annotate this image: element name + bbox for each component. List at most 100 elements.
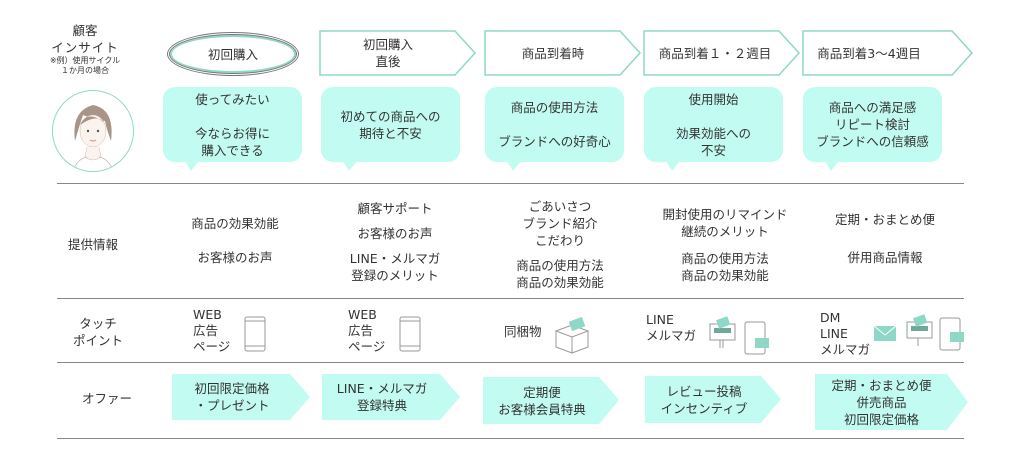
touch-text: ページ — [348, 339, 386, 354]
offer-text: 定期便 — [523, 384, 561, 400]
stage-title: 初回購入 — [207, 46, 258, 62]
touch-cell-2: WEB 広告 ページ — [348, 307, 385, 355]
stage-title: 商品到着3〜4週目 — [817, 45, 921, 61]
touch-label-line: タッチ — [79, 316, 117, 331]
offer-1: 初回限定価格 ・プレゼント — [172, 374, 312, 420]
touch-text: メルマガ — [820, 342, 871, 357]
stage-header-1: 初回購入 — [167, 32, 299, 76]
info-text: 商品の効果効能 — [516, 275, 604, 290]
offer-text: お客様会員特典 — [498, 401, 586, 417]
info-text: LINE・メルマガ — [349, 251, 441, 266]
offer-4: レビュー投稿 インセンティブ — [645, 376, 783, 423]
info-text: ごあいさつ — [528, 199, 592, 214]
divider — [57, 362, 964, 363]
insight-bubble-4: 使用開始 効果効能への 不安 — [644, 87, 783, 171]
offer-text: 定期・おまとめ便 — [831, 377, 932, 393]
stage-header-2: 初回購入 直後 — [319, 30, 477, 76]
touch-text: LINE — [646, 312, 674, 327]
touch-text: 広告 — [193, 323, 219, 338]
info-text: 商品の効果効能 — [681, 268, 769, 283]
offer-text: 初回限定価格 — [194, 381, 270, 396]
insight-bubble-5: 商品への満足感 リピート検討 ブランドへの信頼感 — [803, 87, 942, 171]
touch-row-label: タッチ ポイント — [58, 315, 138, 349]
info-text: 開封使用のリマインド — [662, 207, 788, 222]
touch-text: ページ — [193, 339, 231, 354]
touch-cell-5: DM LINE メルマガ — [820, 310, 870, 358]
insight-text: ブランドへの好奇心 — [498, 134, 611, 149]
info-cell-4: 開封使用のリマインド 継続のメリット 商品の使用方法 商品の効果効能 — [645, 206, 805, 284]
touch-cell-1: WEB 広告 ページ — [193, 307, 230, 355]
insight-label-line: 顧客 — [72, 23, 98, 38]
touch-text: LINE — [820, 326, 848, 341]
stage-header-5: 商品到着3〜4週目 — [802, 30, 974, 76]
info-text: お客様のお声 — [357, 226, 433, 241]
stage-title: 初回購入 — [362, 37, 413, 52]
envelope-mailbox-phone-icons — [873, 314, 964, 351]
insight-text: ブランドへの信頼感 — [816, 134, 929, 149]
insight-text: 商品への満足感 — [828, 100, 917, 115]
info-cell-5: 定期・おまとめ便 併用商品情報 — [810, 211, 960, 266]
touch-text: WEB — [348, 307, 377, 322]
insight-text: リピート検討 — [834, 117, 910, 132]
insight-bubble-2: 初めての商品への 期待と不安 — [321, 87, 460, 171]
insight-text: 不安 — [700, 142, 726, 158]
smartphone-icon — [399, 316, 421, 352]
insight-text: 商品の使用方法 — [510, 100, 599, 115]
info-cell-3: ごあいさつ ブランド紹介 こだわり 商品の使用方法 商品の効果効能 — [485, 198, 635, 291]
touch-cell-3: 同梱物 — [504, 324, 542, 340]
touch-text: メルマガ — [646, 328, 697, 343]
stage-title: 商品到着１・２週目 — [658, 45, 772, 61]
insight-label-line: インサイト — [51, 40, 119, 55]
info-text: お客様のお声 — [197, 250, 273, 265]
divider — [57, 438, 964, 439]
insight-text: 今ならお得に — [194, 125, 270, 141]
customer-avatar — [52, 90, 134, 172]
touch-cell-4: LINE メルマガ — [646, 312, 696, 344]
insight-text: 初めての商品への — [340, 108, 441, 124]
touch-label-line: ポイント — [72, 333, 123, 348]
touch-text: 広告 — [348, 323, 374, 338]
info-cell-2: 顧客サポート お客様のお声 LINE・メルマガ 登録のメリット — [320, 200, 470, 284]
divider — [57, 183, 964, 184]
offer-5: 定期・おまとめ便 併売商品 初回限定価格 — [815, 374, 970, 430]
smartphone-icon — [244, 316, 266, 352]
insight-text: 効果効能への — [675, 125, 751, 141]
touch-text: 同梱物 — [504, 324, 542, 339]
info-text: 登録のメリット — [351, 268, 439, 283]
insight-text: 使ってみたい — [195, 91, 270, 107]
info-text: 定期・おまとめ便 — [834, 212, 935, 227]
offer-text: 併売商品 — [856, 394, 907, 410]
touch-text: DM — [820, 310, 841, 325]
info-text: 継続のメリット — [681, 224, 769, 239]
insight-note: ※例）使用サイクル — [49, 56, 121, 65]
stage-title: 直後 — [375, 54, 401, 69]
info-text: 顧客サポート — [357, 201, 433, 216]
offer-text: 初回限定価格 — [843, 411, 919, 427]
info-text: 商品の効果効能 — [191, 216, 279, 231]
offer-3: 定期便 お客様会員特典 — [483, 377, 621, 424]
info-text: 併用商品情報 — [847, 250, 923, 265]
stage-title: 商品到着時 — [521, 45, 585, 61]
stage-header-4: 商品到着１・２週目 — [643, 30, 801, 76]
mailbox-and-phone-icons — [709, 316, 769, 355]
info-text: 商品の使用方法 — [681, 251, 769, 266]
touch-text: WEB — [193, 307, 222, 322]
insight-bubble-3: 商品の使用方法 ブランドへの好奇心 — [485, 87, 624, 171]
stage-header-3: 商品到着時 — [484, 30, 642, 76]
insight-text: 期待と不安 — [359, 125, 422, 141]
divider — [57, 298, 964, 299]
insight-note: １か月の場合 — [61, 66, 109, 75]
info-cell-1: 商品の効果効能 お客様のお声 — [165, 215, 305, 266]
info-text: ブランド紹介 — [522, 216, 598, 231]
package-with-mail-icon — [554, 316, 590, 354]
info-text: 商品の使用方法 — [516, 258, 604, 273]
insight-text: 購入できる — [201, 142, 264, 158]
offer-2: LINE・メルマガ 登録特典 — [322, 374, 462, 420]
insight-text: 使用開始 — [688, 91, 739, 107]
info-row-label: 提供情報 — [68, 237, 119, 252]
insight-label: 顧客 インサイト ※例）使用サイクル １か月の場合 — [40, 22, 130, 76]
offer-text: レビュー投稿 — [666, 383, 742, 399]
offer-text: ・プレゼント — [194, 398, 270, 413]
insight-bubble-1: 使ってみたい 今ならお得に 購入できる — [163, 87, 302, 171]
